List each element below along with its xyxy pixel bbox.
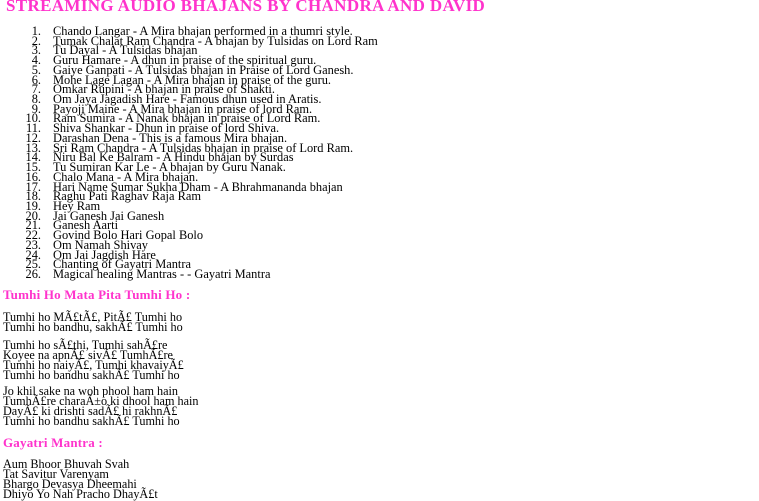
bhajan-number: 1. bbox=[31, 24, 41, 38]
bhajan-link[interactable]: Omkar Rupini - A bhajan in praise of Sha… bbox=[53, 82, 275, 97]
bhajan-link[interactable]: Mohe Lage Lagan - A Mira bhajan in prais… bbox=[53, 72, 332, 87]
bhajan-number: 2. bbox=[31, 33, 41, 48]
verse-line: Tumhi ho bandhu sakhÃ£ Tumhi ho bbox=[3, 367, 180, 382]
tumhi-ho-stanza-3: Jo khil sake na woh phool ham hain TumhÃ… bbox=[3, 384, 199, 428]
bhajan-link[interactable]: Guru Hamare - A dhun in praise of the sp… bbox=[53, 53, 317, 68]
bhajan-number: 17. bbox=[25, 179, 42, 194]
verse-line: Tat Savitur Varenyam bbox=[3, 466, 109, 481]
tumhi-ho-heading: Tumhi Ho Mata Pita Tumhi Ho : bbox=[3, 287, 191, 302]
bhajan-link[interactable]: Tu Dayal - A Tulsidas bhajan bbox=[53, 43, 198, 58]
bhajan-link[interactable]: Chanting of Gayatri Mantra bbox=[53, 257, 191, 272]
bhajan-link[interactable]: Hari Name Sumar Sukha Dham - A Bhrahmana… bbox=[53, 179, 343, 194]
bhajan-link[interactable]: Jai Ganesh Jai Ganesh bbox=[53, 208, 165, 223]
bhajan-number: 13. bbox=[25, 140, 42, 155]
bhajan-link[interactable]: Om Jaya Jagadish Hare - Famous dhun used… bbox=[53, 92, 322, 107]
verse-line: DayÃ£ ki drishti sadÃ£ hi rakhnÃ£ bbox=[3, 403, 178, 418]
bhajan-number: 23. bbox=[25, 237, 42, 252]
bhajan-link[interactable]: Sri Ram Chandra - A Tulsidas bhajan in p… bbox=[53, 140, 354, 155]
bhajan-number: 26. bbox=[25, 266, 42, 281]
bhajan-number: 18. bbox=[25, 189, 42, 204]
tumhi-ho-stanza-1: Tumhi ho MÃ£tÃ£, PitÃ£ Tumhi ho Tumhi ho… bbox=[3, 310, 183, 334]
verse-line: Aum Bhoor Bhuvah Svah bbox=[3, 457, 130, 471]
bhajan-number: 11. bbox=[25, 121, 41, 136]
gayatri-lines: Aum Bhoor Bhuvah Svah Tat Savitur Vareny… bbox=[3, 457, 158, 501]
bhajan-number: 10. bbox=[25, 111, 42, 126]
bhajan-link[interactable]: Raghu Pati Raghav Raja Ram bbox=[53, 189, 201, 204]
bhajan-link[interactable]: Ganesh Aarti bbox=[53, 218, 119, 233]
verse-line: Koyee na apnÃ£ sivÃ£ TumhÃ£re bbox=[3, 347, 173, 362]
verse-line: Tumhi ho bandhu sakhÃ£ Tumhi ho bbox=[3, 413, 180, 428]
verse-line: Tumhi ho sÃ£thi, Tumhi sahÃ£re bbox=[3, 338, 168, 352]
bhajan-link[interactable]: Tumak Chalat Ram Chandra - A bhajan by T… bbox=[53, 33, 378, 48]
bhajan-link[interactable]: Shiva Shankar - Dhun in praise of lord S… bbox=[53, 121, 280, 136]
bhajan-number: 12. bbox=[25, 130, 42, 145]
bhajan-number: 5. bbox=[31, 62, 41, 77]
bhajan-link[interactable]: Chalo Mana - A Mira bhajan. bbox=[53, 169, 199, 184]
bhajan-number: 3. bbox=[31, 43, 41, 58]
bhajan-number: 21. bbox=[25, 218, 42, 233]
bhajan-number: 15. bbox=[25, 160, 42, 175]
bhajan-link[interactable]: Payoji Maine - A Mira bhajan in praise o… bbox=[53, 101, 313, 116]
bhajan-number: 16. bbox=[25, 169, 42, 184]
bhajan-number: 9. bbox=[31, 101, 41, 116]
verse-line: Tumhi ho naiyÃ£, Tumhi khavaiyÃ£ bbox=[3, 357, 184, 372]
bhajan-link[interactable]: Om Jai Jagdish Hare bbox=[53, 247, 156, 262]
bhajan-number: 20. bbox=[25, 208, 42, 223]
bhajan-number: 6. bbox=[31, 72, 41, 87]
bhajan-number: 14. bbox=[25, 150, 42, 165]
bhajan-number: 24. bbox=[25, 247, 42, 262]
bhajan-link[interactable]: Om Namah Shivay bbox=[53, 237, 148, 252]
verse-line: TumhÃ£re charaÃ±o ki dhool ham hain bbox=[3, 393, 199, 408]
bhajan-number: 22. bbox=[25, 228, 42, 243]
verse-line: Jo khil sake na woh phool ham hain bbox=[3, 384, 178, 398]
verse-line: Tumhi ho MÃ£tÃ£, PitÃ£ Tumhi ho bbox=[3, 310, 183, 324]
verse-line: Bhargo Devasya Dheemahi bbox=[3, 476, 137, 491]
bhajan-number: 7. bbox=[31, 82, 41, 97]
bhajan-number: 19. bbox=[25, 198, 42, 213]
bhajan-link[interactable]: Hey Ram bbox=[53, 198, 101, 213]
bhajan-link[interactable]: Magical healing Mantras - - Gayatri Mant… bbox=[53, 266, 271, 281]
bhajan-link[interactable]: Tu Sumiran Kar Le - A bhajan by Guru Nan… bbox=[53, 160, 286, 175]
verse-line: Dhiyo Yo Nah Pracho DhayÃ£t bbox=[3, 486, 158, 501]
bhajan-link[interactable]: Darashan Dena - This is a famous Mira bh… bbox=[53, 130, 288, 145]
tumhi-ho-stanza-2: Tumhi ho sÃ£thi, Tumhi sahÃ£re Koyee na … bbox=[3, 338, 184, 382]
bhajan-number: 4. bbox=[31, 53, 41, 68]
gayatri-heading: Gayatri Mantra : bbox=[3, 435, 103, 450]
bhajan-link[interactable]: Chando Langar - A Mira bhajan performed … bbox=[53, 24, 353, 38]
page-title: STREAMING AUDIO BHAJANS BY CHANDRA AND D… bbox=[6, 0, 486, 15]
bhajan-link[interactable]: Ram Sumira - A Nanak bhajan in praise of… bbox=[53, 111, 321, 126]
bhajan-number: 8. bbox=[31, 92, 41, 107]
bhajan-link[interactable]: Govind Bolo Hari Gopal Bolo bbox=[53, 228, 204, 243]
bhajan-link[interactable]: Niru Bal Ke Balram - A Hindu bhajan by S… bbox=[53, 150, 294, 165]
bhajan-number: 25. bbox=[25, 257, 42, 272]
bhajan-link[interactable]: Gaiye Ganpati - A Tulsidas bhajan in Pra… bbox=[53, 62, 354, 77]
verse-line: Tumhi ho bandhu, sakhÃ£ Tumhi ho bbox=[3, 319, 183, 334]
